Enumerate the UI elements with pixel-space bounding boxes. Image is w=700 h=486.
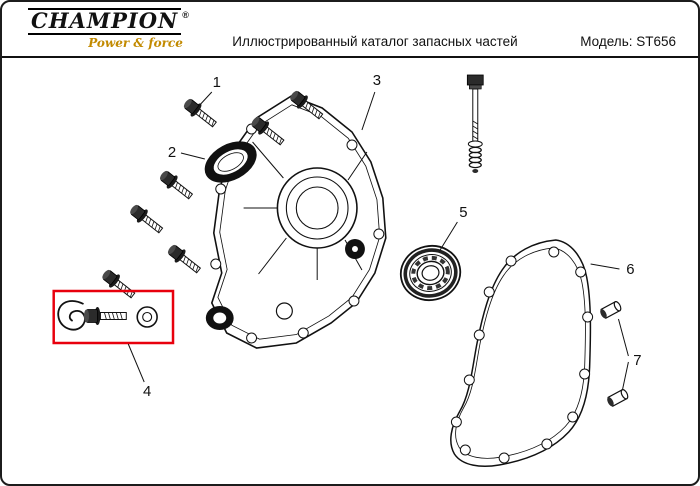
part-oil-seal	[204, 141, 257, 183]
svg-text:3: 3	[373, 72, 381, 89]
svg-text:6: 6	[626, 261, 634, 278]
leader-line	[180, 152, 205, 160]
svg-text:2: 2	[168, 144, 176, 161]
part-bolt	[180, 95, 220, 132]
part-drain-plug-assembly	[57, 300, 158, 331]
gasket-bolt-holes	[450, 246, 594, 464]
svg-text:1: 1	[213, 74, 221, 91]
leader-line	[590, 263, 620, 270]
leader-line	[621, 361, 629, 391]
part-dowel-pin	[598, 300, 623, 320]
callout-3: 3	[361, 72, 381, 131]
leader-line	[617, 318, 629, 357]
callout-1: 1	[198, 74, 221, 107]
callout-6: 6	[590, 261, 635, 278]
callout-5: 5	[439, 204, 467, 252]
leader-line	[439, 221, 458, 252]
part-bolt	[126, 201, 167, 238]
catalog-title: Иллюстрированный каталог запасных частей	[232, 34, 518, 49]
leader-line	[361, 91, 376, 131]
svg-text:5: 5	[459, 204, 467, 221]
callout-2: 2	[168, 144, 205, 161]
part-long-bolt-spring	[466, 74, 484, 173]
brand-name: CHAMPION	[28, 8, 182, 35]
leader-line	[198, 91, 213, 107]
callout-4: 4	[127, 343, 151, 400]
part-bearing	[399, 244, 462, 302]
callouts: 1 2 3 4 5 6	[127, 72, 641, 400]
svg-text:4: 4	[143, 383, 151, 400]
part-dowel-pin	[605, 388, 630, 408]
brand-tagline: Power & force	[88, 35, 183, 50]
callout-7: 7	[617, 318, 641, 391]
part-bolt	[156, 167, 196, 204]
highlight-box	[52, 289, 175, 345]
leader-line	[127, 343, 145, 383]
plug-handle	[57, 300, 86, 331]
parts-diagram: 1 2 3 4 5 6	[52, 72, 641, 467]
part-crankcase-cover	[205, 95, 387, 349]
part-gasket	[450, 239, 594, 467]
svg-text:7: 7	[633, 352, 641, 369]
registered-trademark-icon: ®	[182, 10, 189, 20]
part-bolt	[164, 241, 204, 278]
champion-logo: CHAMPION ® Power & force	[28, 8, 189, 50]
page-header: CHAMPION ® Power & force Иллюстрированны…	[2, 2, 698, 58]
model-label: Модель: ST656	[580, 34, 676, 49]
part-bolt	[98, 266, 139, 303]
